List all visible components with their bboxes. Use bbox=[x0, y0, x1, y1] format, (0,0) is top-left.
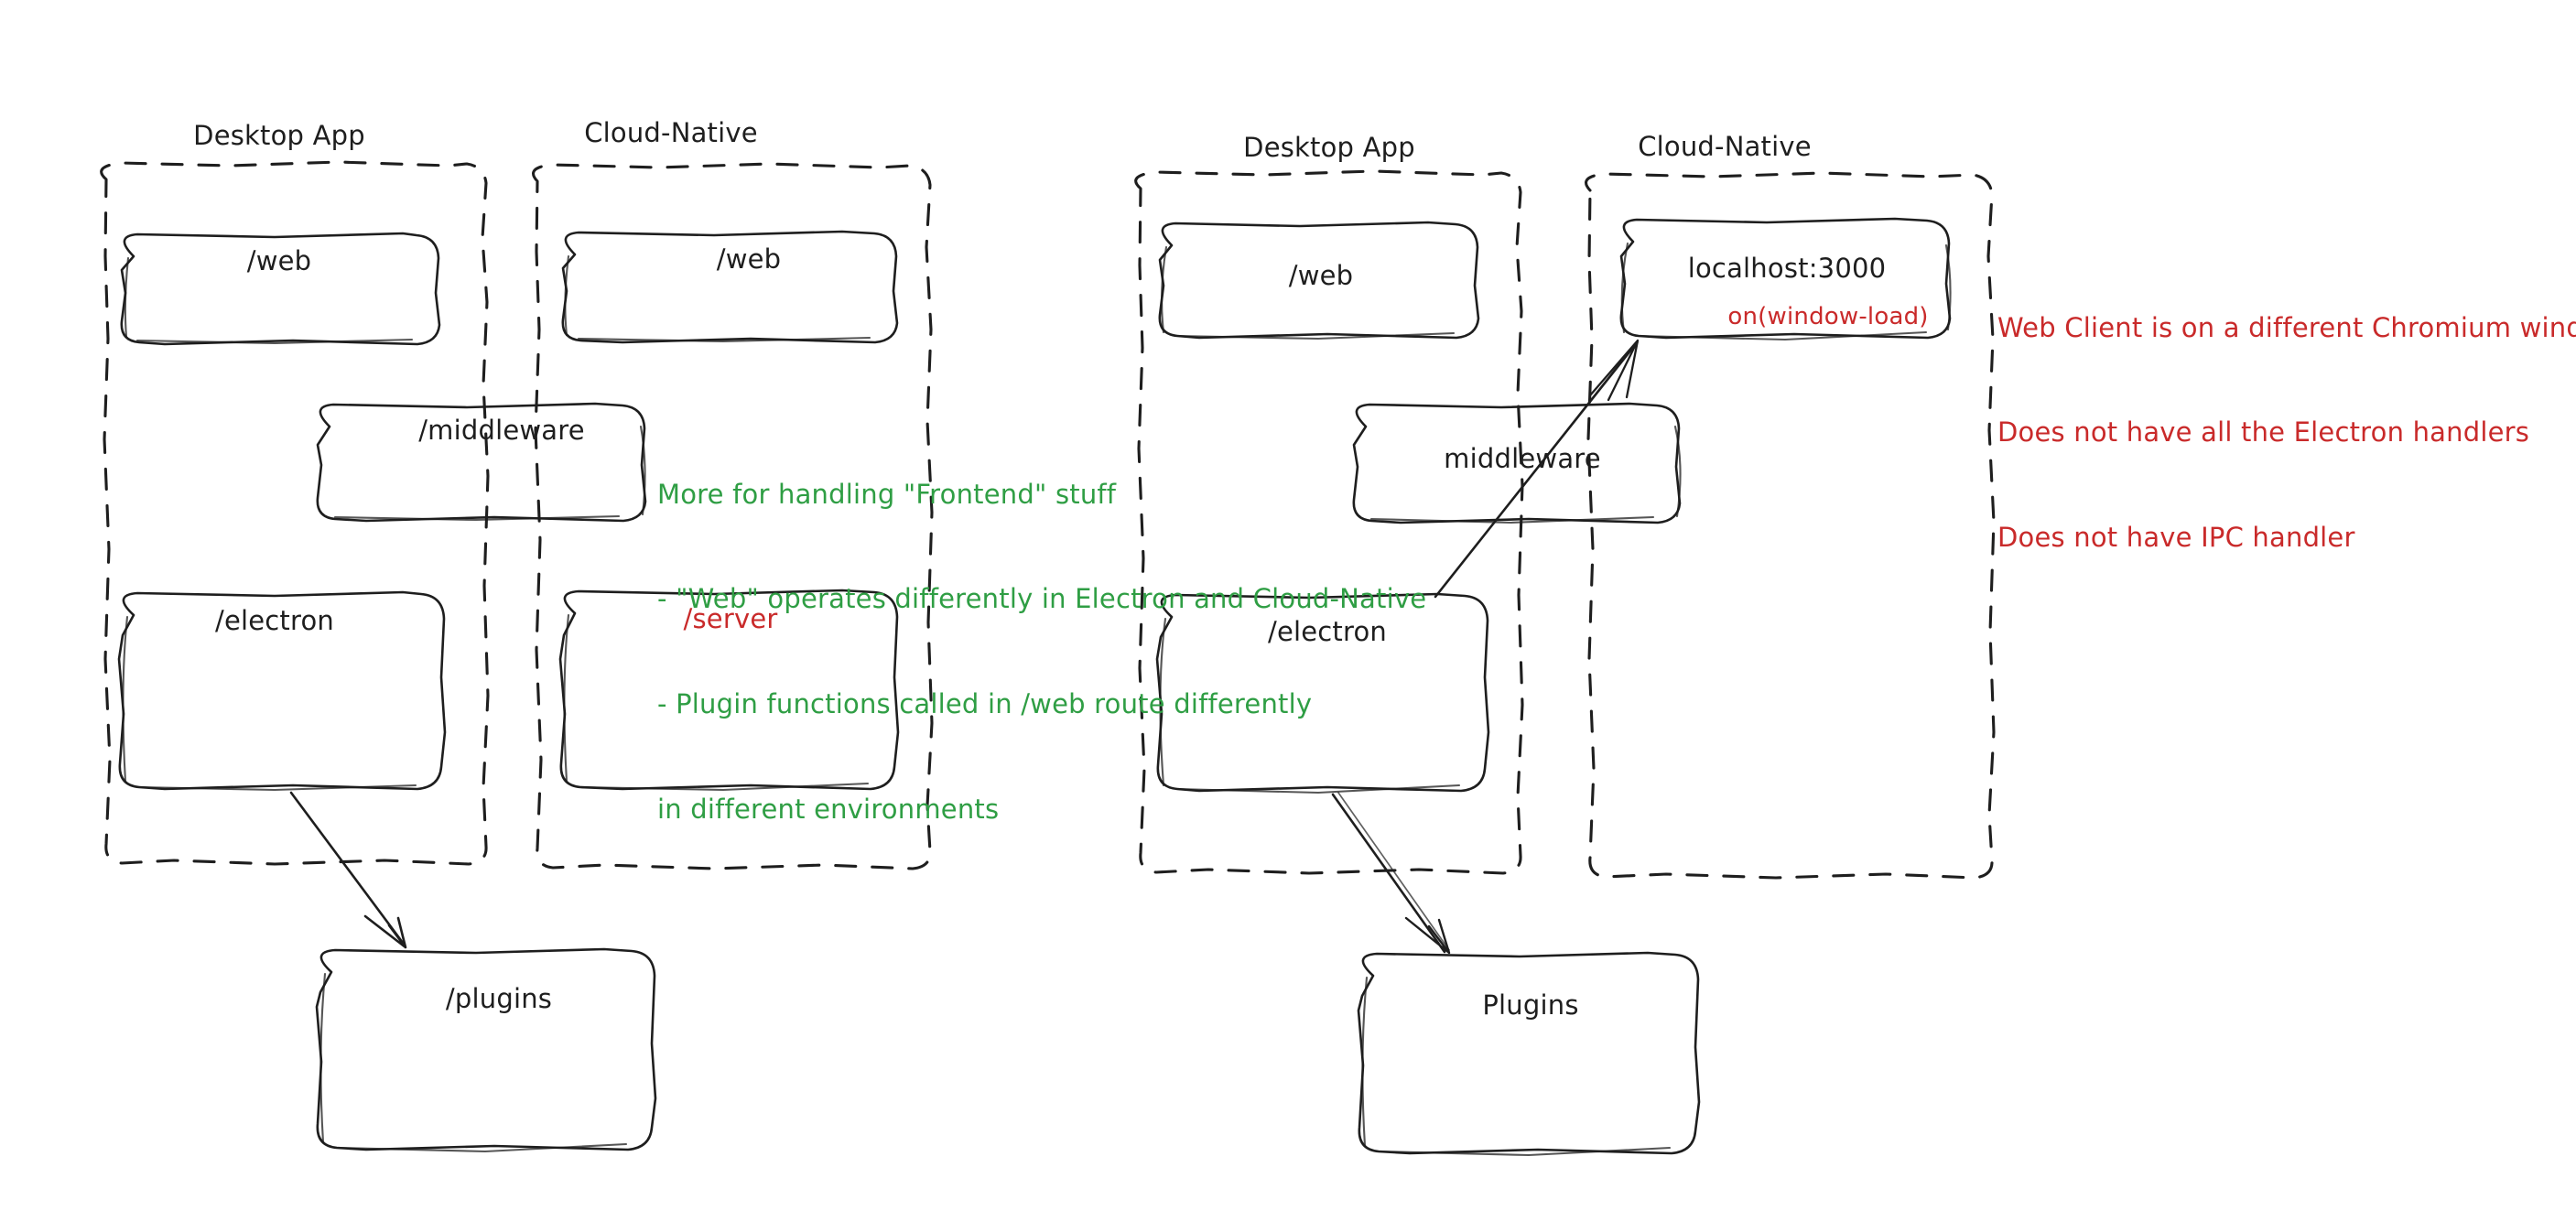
group-title-left-desktop-app: Desktop App bbox=[193, 120, 365, 151]
annotation-red-line-1: Web Client is on a different Chromium wi… bbox=[1997, 311, 2576, 343]
box-left-electron[interactable] bbox=[117, 590, 447, 792]
arrow-right-electron-to-plugins bbox=[1331, 792, 1451, 955]
arrow-right-electron-to-localhost bbox=[1434, 339, 1640, 599]
box-label-left-desktop-web: /web bbox=[246, 245, 312, 276]
box-right-desktop-web[interactable] bbox=[1158, 221, 1480, 340]
box-label-right-middleware: middleware bbox=[1444, 443, 1601, 474]
box-right-middleware[interactable] bbox=[1352, 402, 1682, 524]
box-label-right-localhost: localhost:3000 bbox=[1687, 253, 1887, 284]
group-left-desktop-app[interactable] bbox=[100, 160, 490, 866]
group-left-cloud-native[interactable] bbox=[532, 162, 934, 870]
group-title-right-desktop-app: Desktop App bbox=[1243, 132, 1415, 163]
annotation-red-line-3: Does not have IPC handler bbox=[1997, 522, 2355, 554]
box-sublabel-right-localhost: on(window-load) bbox=[1727, 303, 1929, 330]
annotation-red: Web Client is on a different Chromium wi… bbox=[1997, 240, 2576, 590]
annotation-red-line-2: Does not have all the Electron handlers bbox=[1997, 416, 2530, 448]
group-right-desktop-app[interactable] bbox=[1134, 169, 1524, 875]
box-left-server[interactable] bbox=[558, 589, 900, 792]
box-left-plugins[interactable] bbox=[315, 947, 657, 1153]
box-right-electron[interactable] bbox=[1155, 592, 1490, 794]
box-left-middleware[interactable] bbox=[316, 402, 647, 523]
group-right-cloud-native[interactable] bbox=[1585, 171, 1996, 880]
annotation-green-line-4: in different environments bbox=[657, 793, 1000, 825]
annotation-green-line-3: - Plugin functions called in /web route … bbox=[657, 688, 1313, 720]
annotation-green-line-1: More for handling "Frontend" stuff bbox=[657, 478, 1117, 510]
box-label-right-desktop-web: /web bbox=[1288, 260, 1354, 291]
arrow-left-electron-to-plugins bbox=[289, 791, 407, 949]
annotation-green: More for handling "Frontend" stuff - "We… bbox=[657, 406, 1426, 861]
box-label-left-plugins: /plugins bbox=[445, 983, 553, 1014]
box-right-plugins[interactable] bbox=[1357, 951, 1701, 1157]
box-label-right-plugins: Plugins bbox=[1482, 989, 1579, 1021]
annotation-green-line-2: - "Web" operates differently in Electron… bbox=[657, 583, 1427, 615]
box-left-cloud-web[interactable] bbox=[561, 230, 899, 344]
group-title-right-cloud-native: Cloud-Native bbox=[1638, 131, 1812, 162]
box-label-left-middleware: /middleware bbox=[418, 415, 585, 446]
group-title-left-cloud-native: Cloud-Native bbox=[584, 117, 758, 148]
box-label-right-electron: /electron bbox=[1267, 616, 1388, 647]
box-label-left-server: /server bbox=[683, 603, 778, 634]
box-label-left-cloud-web: /web bbox=[716, 243, 782, 275]
box-right-localhost[interactable] bbox=[1619, 217, 1952, 341]
box-label-left-electron: /electron bbox=[214, 605, 335, 636]
box-left-desktop-web[interactable] bbox=[120, 232, 441, 346]
